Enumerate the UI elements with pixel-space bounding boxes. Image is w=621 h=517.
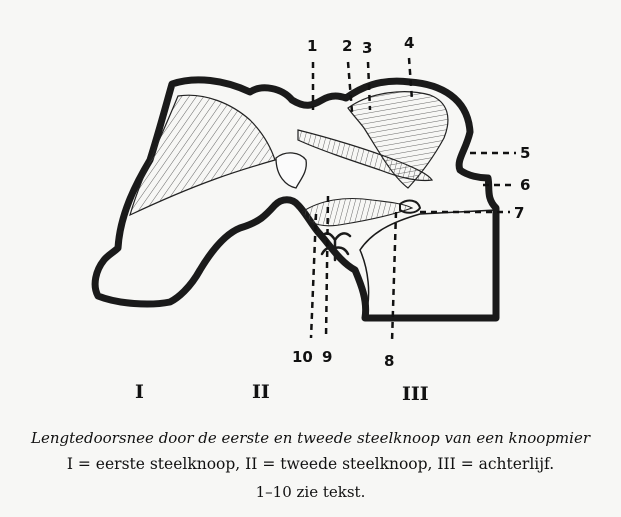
inner-organ	[276, 153, 306, 188]
anatomy-diagram: 1 2 3 4 5 6 7 8 9 10 I II III	[0, 0, 621, 400]
segment-label-1: I	[135, 381, 144, 400]
caption-note: 1–10 zie tekst.	[0, 483, 621, 501]
caption-title: Lengtedoorsnee door de eerste en tweede …	[0, 429, 621, 447]
segment-label-2: II	[252, 381, 270, 400]
callout-9: 9	[322, 348, 332, 366]
callout-3: 3	[362, 39, 372, 57]
segment-label-3: III	[402, 383, 429, 400]
callout-7: 7	[514, 204, 524, 222]
callout-10: 10	[292, 348, 313, 366]
callout-1: 1	[307, 37, 317, 55]
callout-2: 2	[342, 37, 352, 55]
callout-6: 6	[520, 176, 530, 194]
caption-legend: I = eerste steelknoop, II = tweede steel…	[0, 455, 621, 473]
gaster-inner-wall	[360, 210, 496, 318]
callout-8: 8	[384, 352, 394, 370]
callout-4: 4	[404, 34, 414, 52]
callout-5: 5	[520, 144, 530, 162]
